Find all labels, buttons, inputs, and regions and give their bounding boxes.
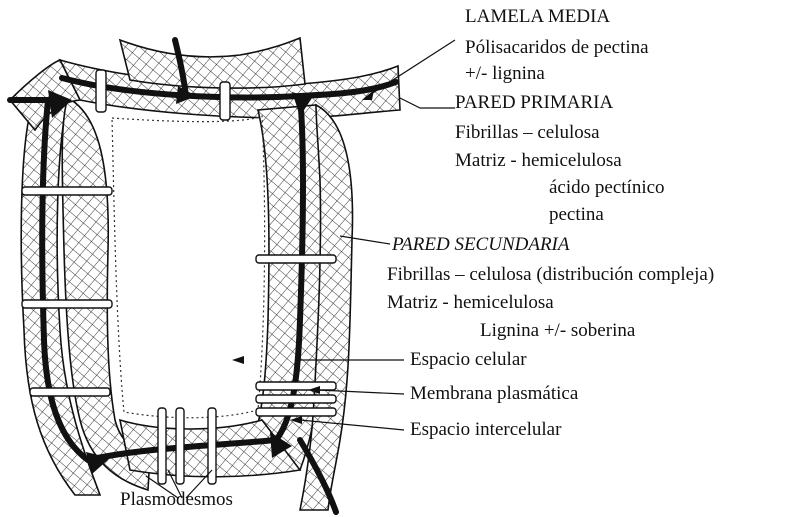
gap-right-3 bbox=[256, 395, 336, 403]
gap-bottom-2 bbox=[176, 408, 184, 484]
label-lamela-media-line2: +/- lignina bbox=[465, 63, 545, 85]
arrow-espacio-celular bbox=[232, 356, 244, 364]
label-lamela-media-line1: Pólisacaridos de pectina bbox=[465, 37, 649, 59]
gap-right-1 bbox=[256, 255, 336, 263]
label-espacio-celular: Espacio celular bbox=[410, 349, 527, 371]
label-pared-primaria-fibrillas: Fibrillas – celulosa bbox=[455, 122, 600, 144]
label-pared-secundaria-matriz-2: Lignina +/- soberina bbox=[480, 320, 635, 342]
gap-right-2 bbox=[256, 382, 336, 390]
gap-top-2 bbox=[220, 82, 230, 120]
gap-bottom-1 bbox=[158, 408, 166, 484]
label-pared-secundaria-matriz: Matriz - hemicelulosa bbox=[387, 292, 554, 314]
label-lamela-media-title: LAMELA MEDIA bbox=[465, 6, 610, 28]
leader-pared-primaria bbox=[400, 98, 455, 108]
label-pared-primaria-matriz: Matriz - hemicelulosa bbox=[455, 150, 622, 172]
label-espacio-intercelular: Espacio intercelular bbox=[410, 419, 561, 441]
label-pared-primaria-matriz-3: pectina bbox=[549, 204, 604, 226]
gap-right-4 bbox=[256, 408, 336, 416]
gap-left-3 bbox=[30, 388, 110, 396]
plasma-membrane bbox=[112, 116, 265, 418]
top-neighbor-wall bbox=[120, 38, 305, 88]
label-pared-secundaria-fibrillas: Fibrillas – celulosa (distribución compl… bbox=[387, 264, 714, 286]
label-pared-primaria-title: PARED PRIMARIA bbox=[455, 92, 613, 114]
label-pared-primaria-matriz-2: ácido pectínico bbox=[549, 177, 665, 199]
label-plasmodesmos: Plasmodesmos bbox=[120, 489, 233, 511]
label-membrana-plasmatica: Membrana plasmática bbox=[410, 383, 578, 405]
label-pared-secundaria-title: PARED SECUNDARIA bbox=[392, 234, 570, 256]
gap-top-1 bbox=[96, 70, 106, 112]
gap-left-2 bbox=[22, 300, 112, 308]
leader-lamela-media bbox=[368, 40, 455, 96]
gap-left-1 bbox=[22, 187, 112, 195]
